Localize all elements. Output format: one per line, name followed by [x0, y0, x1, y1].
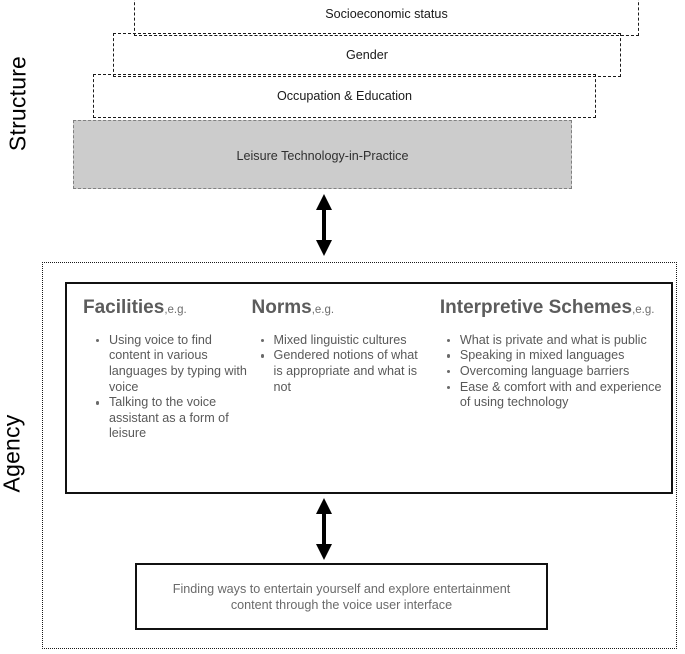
agency-column-facilities-heading-main: Facilities	[83, 297, 165, 318]
structure-layer-gender-label: Gender	[345, 48, 388, 62]
agency-column-norms: Norms,e.g. Mixed linguistic cultures Gen…	[248, 297, 426, 492]
agency-column-interpretive-schemes-heading: Interpretive Schemes,e.g.	[439, 297, 665, 319]
agency-column-norms-heading: Norms,e.g.	[251, 297, 426, 319]
list-item: Speaking in mixed languages	[446, 348, 665, 364]
agency-modalities-box: Facilities,e.g. Using voice to find cont…	[65, 282, 673, 494]
list-item: What is private and what is public	[446, 333, 665, 349]
agency-column-norms-heading-main: Norms	[251, 297, 312, 318]
agency-section-label: Agency	[0, 414, 25, 493]
structure-layer-socioeconomic: Socioeconomic status	[134, 0, 639, 36]
list-item: Using voice to find content in various l…	[96, 332, 247, 394]
agency-column-interpretive-schemes: Interpretive Schemes,e.g. What is privat…	[426, 297, 665, 492]
list-item: Overcoming language barriers	[446, 364, 665, 380]
structure-section-label: Structure	[4, 55, 31, 152]
list-item: Mixed linguistic cultures	[260, 333, 426, 349]
structure-agency-double-arrow-icon	[316, 194, 332, 256]
agency-outcome-box: Finding ways to entertain yourself and e…	[135, 563, 548, 630]
list-item: Gendered notions of what is appropriate …	[260, 348, 426, 395]
list-item: Ease & comfort with and experience of us…	[446, 380, 665, 411]
structure-layer-gender: Gender	[113, 33, 621, 77]
agency-column-facilities-bullets: Using voice to find content in various l…	[83, 333, 248, 442]
structure-layer-occupation-education-label: Occupation & Education	[276, 89, 413, 103]
agency-column-interpretive-schemes-heading-main: Interpretive Schemes	[439, 297, 633, 318]
structure-layer-socioeconomic-label: Socioeconomic status	[325, 7, 448, 21]
agency-column-interpretive-schemes-heading-suffix: ,e.g.	[632, 304, 655, 316]
agency-columns: Facilities,e.g. Using voice to find cont…	[67, 284, 671, 492]
agency-outcome-double-arrow-icon	[316, 498, 332, 560]
agency-column-facilities-heading-suffix: ,e.g.	[164, 304, 187, 316]
structure-layer-leisure-technology-in-practice-label: Leisure Technology-in-Practice	[236, 149, 409, 163]
agency-outcome-text: Finding ways to entertain yourself and e…	[172, 581, 511, 612]
list-item: Talking to the voice assistant as a form…	[96, 395, 248, 442]
agency-column-norms-bullets: Mixed linguistic cultures Gendered notio…	[252, 333, 426, 395]
structure-layer-occupation-education: Occupation & Education	[93, 74, 596, 118]
agency-column-norms-heading-suffix: ,e.g.	[311, 304, 335, 316]
agency-column-interpretive-schemes-bullets: What is private and what is public Speak…	[434, 333, 665, 411]
agency-column-facilities-heading: Facilities,e.g.	[83, 297, 248, 319]
structure-layer-leisure-technology-in-practice: Leisure Technology-in-Practice	[73, 120, 572, 189]
agency-column-facilities: Facilities,e.g. Using voice to find cont…	[75, 297, 248, 492]
agency-container	[42, 262, 677, 649]
